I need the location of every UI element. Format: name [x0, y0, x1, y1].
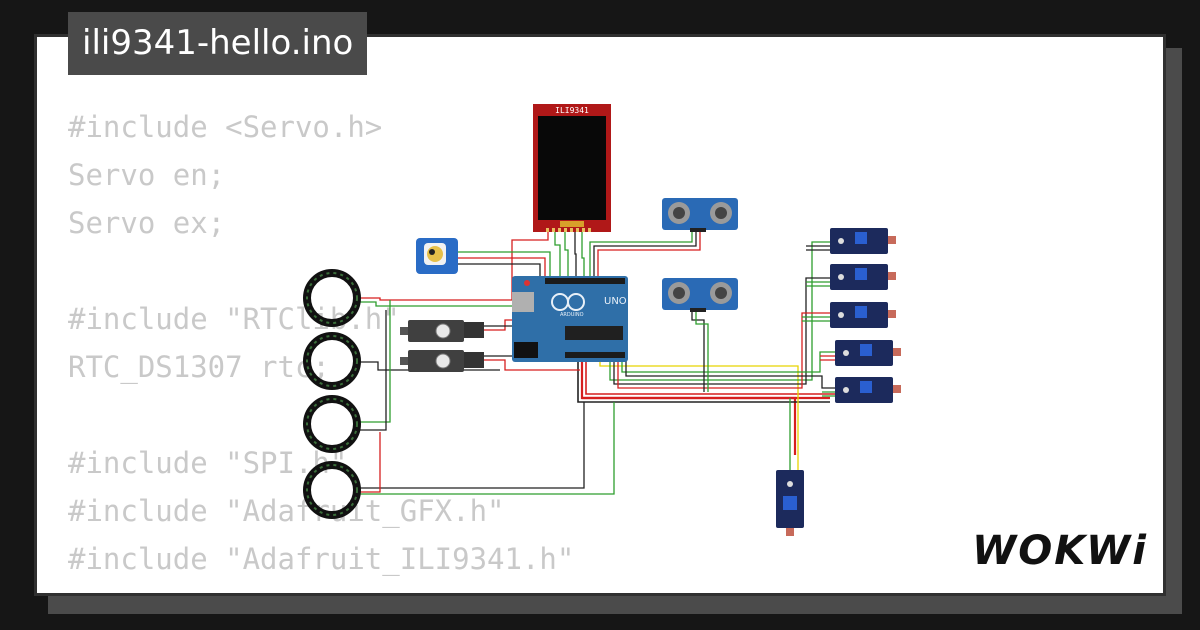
- arduino-model-label: UNO: [604, 296, 627, 307]
- rtc-module-icon: [416, 238, 458, 274]
- ir-sensor-icon: [830, 302, 896, 328]
- servo-icon: [400, 320, 484, 342]
- ir-sensor-icon: [835, 377, 901, 403]
- led-ring-icon: [303, 332, 361, 390]
- led-ring-icon: [303, 461, 361, 519]
- tft-display-icon: [533, 104, 611, 232]
- wokwi-logo: WOKWi: [972, 528, 1148, 574]
- code-line: #include "Adafruit_ILI9341.h": [68, 542, 575, 576]
- code-line: #include "SPI.h": [68, 446, 348, 480]
- code-line: Servo ex;: [68, 206, 226, 240]
- code-line: #define TFT_DC 9: [68, 583, 574, 593]
- ultrasonic-sensor-icon: [662, 198, 738, 232]
- code-line: Servo en;: [68, 158, 226, 192]
- code-line: #include <Servo.h>: [68, 110, 383, 144]
- ir-sensor-icon: [835, 340, 901, 366]
- ir-sensor-icon: [830, 228, 896, 254]
- led-ring-icon: [303, 269, 361, 327]
- ir-sensor-icon: [830, 264, 896, 290]
- code-line: #include "Adafruit_GFX.h": [68, 494, 505, 528]
- ultrasonic-sensor-icon: [662, 278, 738, 312]
- display-label: ILI9341: [555, 106, 589, 115]
- page-title: ili9341-hello.ino: [68, 12, 368, 75]
- led-ring-icon: [303, 395, 361, 453]
- arduino-brand-label: ARDUINO: [560, 312, 584, 318]
- code-preview: #include <Servo.h> Servo en; Servo ex; #inc…: [68, 103, 575, 593]
- wires: [360, 232, 840, 495]
- ir-sensor-icon: [776, 470, 804, 536]
- servo-icon: [400, 350, 484, 372]
- arduino-uno-icon: [512, 276, 628, 362]
